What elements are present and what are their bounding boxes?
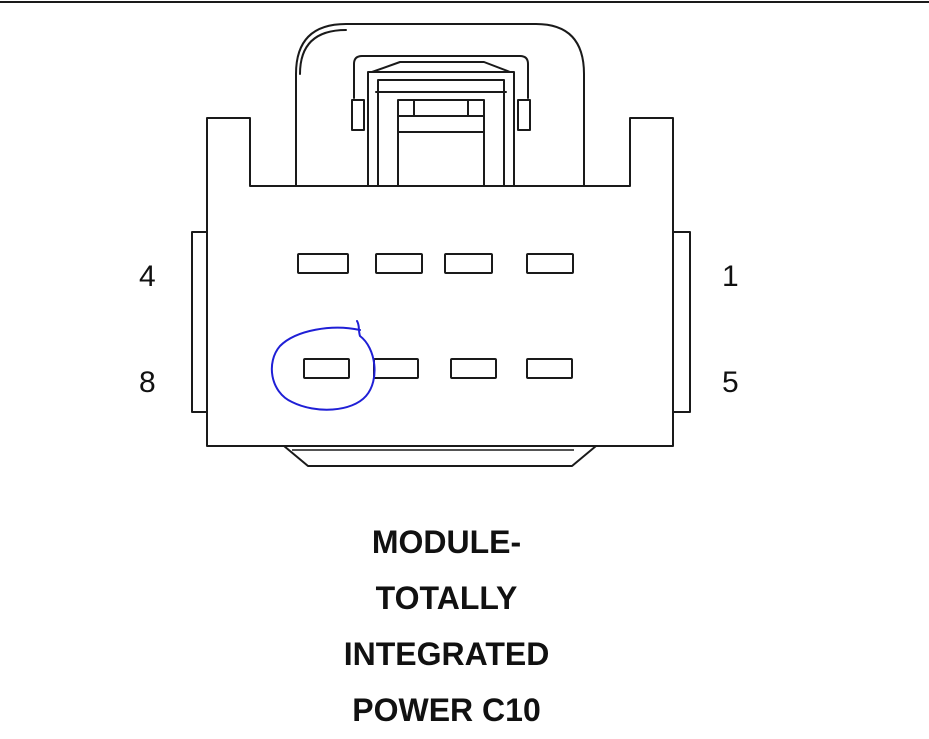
cavity-7 bbox=[373, 358, 419, 379]
connector-housing bbox=[191, 117, 691, 467]
cavity-1 bbox=[526, 253, 574, 274]
caption-line-1: MODULE- bbox=[371, 524, 522, 560]
cavity-2 bbox=[444, 253, 493, 274]
cavity-8 bbox=[303, 358, 350, 379]
cavity-4 bbox=[297, 253, 349, 274]
cavity-row-top bbox=[297, 253, 574, 274]
caption-line-2: TOTALLY bbox=[375, 580, 518, 616]
cavity-6 bbox=[450, 358, 497, 379]
annotation-circle bbox=[271, 320, 376, 411]
cavity-row-bottom bbox=[303, 358, 573, 379]
pin-label-5: 5 bbox=[722, 366, 739, 399]
caption-line-3: INTEGRATED bbox=[343, 636, 550, 672]
cavity-5 bbox=[526, 358, 573, 379]
caption-line-4: POWER C10 bbox=[352, 692, 541, 728]
cavity-3 bbox=[375, 253, 423, 274]
pin-label-1: 1 bbox=[722, 260, 739, 293]
connector-latch bbox=[295, 23, 585, 187]
pin-label-8: 8 bbox=[139, 366, 156, 399]
pin-label-4: 4 bbox=[139, 260, 156, 293]
